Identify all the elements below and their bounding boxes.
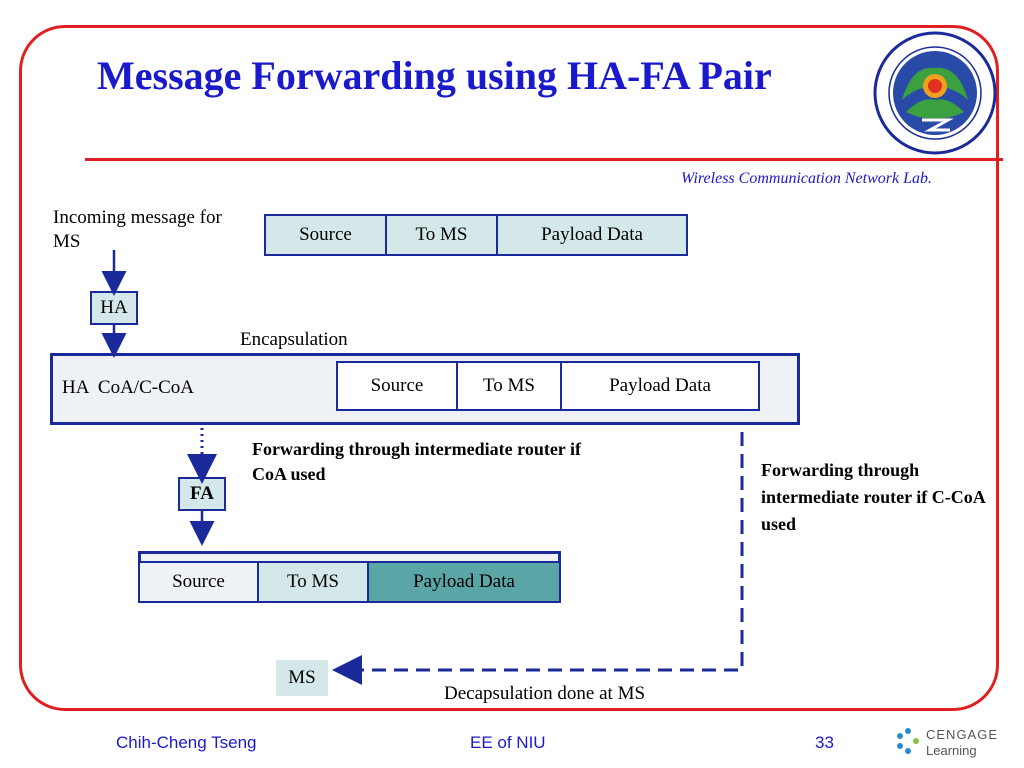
packet-original-payload: Payload Data	[541, 224, 643, 245]
arrow-dashed-to-ms	[332, 432, 744, 685]
footer-page-number: 33	[815, 733, 834, 752]
packet-inner-payload: Payload Data	[609, 375, 711, 396]
packet-inner-source: Source	[338, 363, 458, 409]
packet-inner: Source To MS Payload Data	[336, 361, 760, 411]
university-seal-icon	[873, 31, 997, 155]
packet-fa-to-ms: To MS	[259, 563, 369, 601]
cengage-logo-icon: CENGAGE Learning	[897, 727, 998, 758]
ms-node: MS	[276, 660, 328, 696]
packet-original-to-ms: To MS	[387, 216, 498, 254]
ha-node: HA	[90, 291, 138, 325]
slide-title: Message Forwarding using HA-FA Pair	[97, 53, 772, 98]
title-underline	[85, 158, 1003, 161]
packet-fa-source: Source	[140, 563, 259, 601]
packet-original: Source To MS Payload Data	[264, 214, 688, 256]
packet-fa-payload: Payload Data	[369, 563, 559, 601]
decapsulation-label: Decapsulation done at MS	[444, 683, 646, 704]
outer-header-label: HA CoA/C-CoA	[62, 377, 194, 398]
forwarding-coa-label: Forwarding through intermediate router i…	[252, 439, 581, 484]
packet-inner-to-ms: To MS	[458, 363, 562, 409]
footer-author: Chih-Cheng Tseng	[116, 733, 257, 752]
footer-dept: EE of NIU	[470, 733, 546, 752]
lab-name: Wireless Communication Network Lab.	[681, 170, 932, 187]
packet-fa: Source To MS Payload Data	[138, 561, 561, 603]
incoming-message-label: Incoming message for MS	[53, 207, 222, 252]
svg-text:Learning: Learning	[926, 743, 977, 758]
fa-node: FA	[178, 477, 226, 511]
encapsulation-label: Encapsulation	[240, 329, 348, 350]
slide-frame	[19, 25, 999, 711]
forwarding-ccoa-label: Forwarding through intermediate router i…	[761, 460, 985, 534]
svg-text:CENGAGE: CENGAGE	[926, 727, 998, 742]
packet-original-source: Source	[266, 216, 387, 254]
